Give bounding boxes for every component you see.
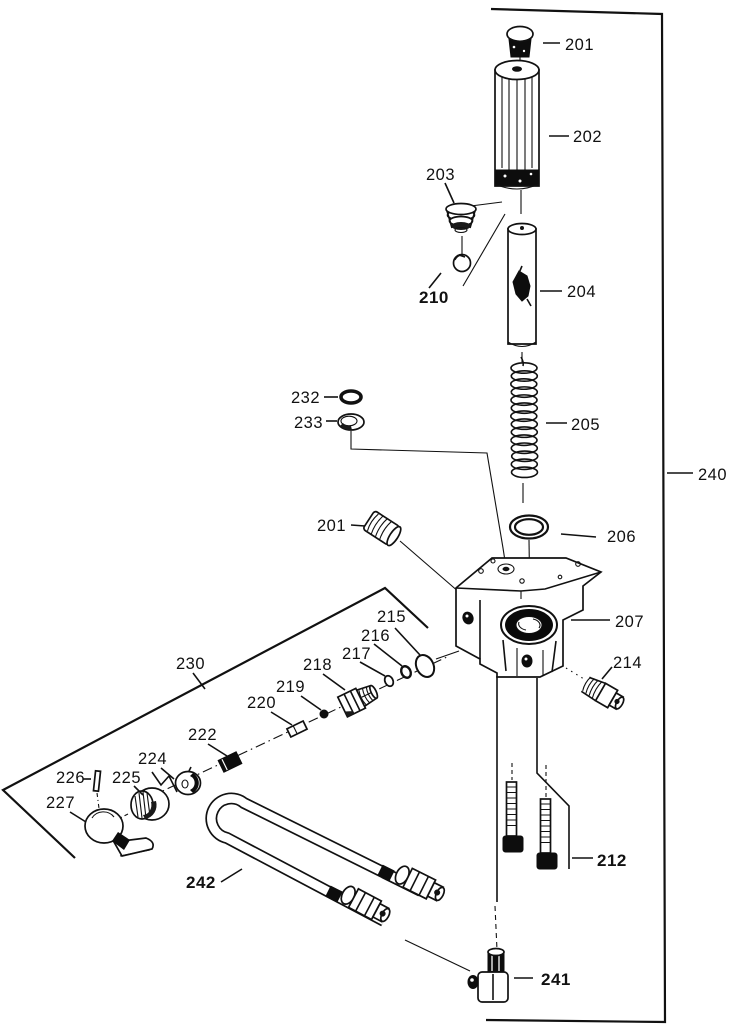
part-224-retainer — [174, 766, 202, 796]
hose-fitting-lower — [340, 885, 391, 923]
part-225-nozzle-cap — [130, 787, 170, 821]
callout-232: 232 — [291, 389, 320, 407]
leader-201-mid — [350, 524, 366, 527]
leader-230 — [192, 672, 206, 690]
part-201-threaded-plug — [363, 510, 402, 547]
part-206-o-ring — [508, 514, 550, 540]
leader-242 — [220, 868, 243, 883]
callout-205: 205 — [571, 416, 600, 434]
callout-214: 214 — [613, 654, 642, 672]
callout-225: 225 — [112, 769, 141, 787]
callout-233: 233 — [294, 414, 323, 432]
part-202-handle — [494, 59, 540, 190]
leader-206 — [560, 533, 597, 538]
leader-224 — [160, 767, 175, 780]
part-214-fitting — [580, 676, 625, 711]
callout-220: 220 — [247, 694, 276, 712]
callout-216: 216 — [361, 627, 390, 645]
callout-215: 215 — [377, 608, 406, 626]
leader-216 — [373, 643, 403, 667]
callout-210: 210 — [419, 288, 449, 307]
part-220-seat — [285, 719, 309, 739]
leader-214 — [601, 666, 613, 680]
part-226-pin — [92, 769, 102, 793]
callout-222: 222 — [188, 726, 217, 744]
callout-217: 217 — [342, 645, 371, 663]
group-boundary-230 — [1, 586, 429, 859]
leader-lines — [69, 42, 693, 979]
part-242-hose-assembly — [205, 792, 446, 927]
part-217-ring — [383, 674, 395, 688]
callout-204: 204 — [567, 283, 596, 301]
part-222-sleeve — [217, 751, 243, 773]
part-227-guard — [84, 808, 154, 857]
leader-220 — [270, 711, 293, 726]
part-207-valve-body — [455, 557, 603, 678]
callout-labels: 201 202 203 210 204 205 232 233 201 206 … — [46, 36, 727, 989]
part-203-packing-cone — [445, 202, 477, 234]
part-204-piston — [507, 222, 537, 348]
callout-230: 230 — [176, 655, 205, 673]
part-210-ball — [452, 253, 472, 273]
callout-201-mid: 201 — [317, 517, 346, 535]
callout-206: 206 — [607, 528, 636, 546]
leader-227 — [69, 811, 87, 823]
callout-202: 202 — [573, 128, 602, 146]
part-215-o-ring — [414, 654, 436, 678]
part-205-spring — [510, 356, 539, 479]
leader-218 — [322, 673, 346, 691]
part-233-washer — [337, 413, 365, 431]
callout-241: 241 — [541, 970, 571, 989]
frame-bracket-240 — [485, 7, 667, 1024]
callout-207: 207 — [615, 613, 644, 631]
callout-224: 224 — [138, 750, 167, 768]
callout-218: 218 — [303, 656, 332, 674]
leader-210 — [428, 272, 442, 289]
callout-226: 226 — [56, 769, 85, 787]
part-216-ring — [399, 665, 413, 679]
part-212-screws — [502, 781, 558, 870]
leader-219 — [300, 695, 322, 711]
callout-203: 203 — [426, 166, 455, 184]
part-218-valve-fitting — [336, 684, 379, 719]
leader-203 — [444, 182, 455, 204]
callout-212: 212 — [597, 851, 627, 870]
callout-240: 240 — [698, 466, 727, 484]
callout-219: 219 — [276, 678, 305, 696]
callout-227: 227 — [46, 794, 75, 812]
leader-222 — [207, 743, 228, 757]
part-219-ball — [319, 709, 329, 719]
screw-2 — [536, 798, 558, 870]
leader-217 — [359, 661, 386, 677]
callout-242: 242 — [186, 873, 216, 892]
callout-201-top: 201 — [565, 36, 594, 54]
leader-225 — [133, 785, 144, 796]
part-232-o-ring — [339, 389, 363, 405]
screw-1 — [502, 781, 524, 853]
part-241-elbow-fitting — [467, 947, 509, 1003]
hose-fitting-upper — [394, 865, 446, 902]
leader-215 — [394, 627, 421, 656]
part-201-cap-plug — [506, 25, 534, 58]
